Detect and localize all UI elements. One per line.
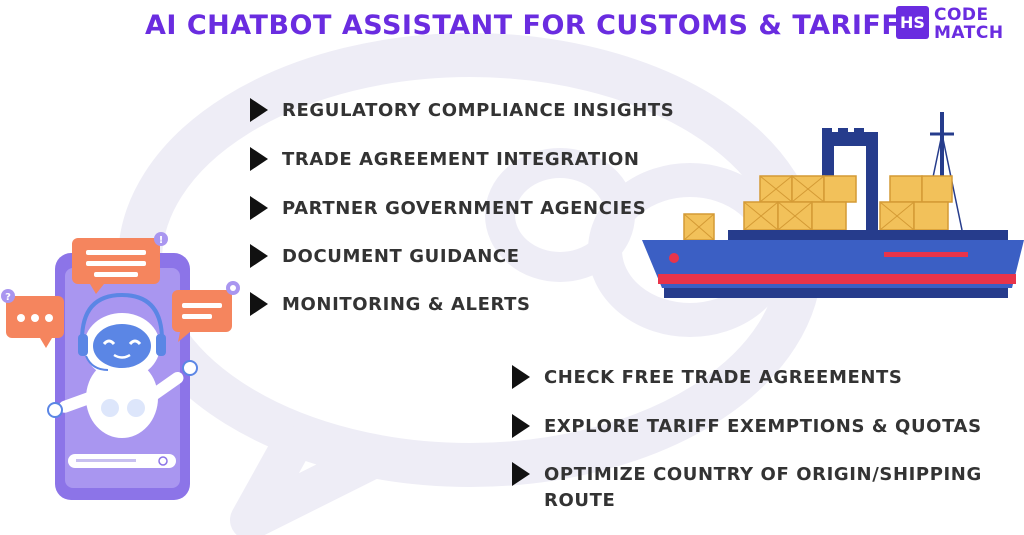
play-arrow-icon	[250, 196, 268, 220]
action-label: EXPLORE TARIFF EXEMPTIONS & QUOTAS	[544, 416, 982, 437]
feature-item: DOCUMENT GUIDANCE	[250, 244, 520, 270]
logo-mark: HS	[896, 6, 929, 39]
feature-label: PARTNER GOVERNMENT AGENCIES	[282, 198, 647, 219]
feature-label: TRADE AGREEMENT INTEGRATION	[282, 149, 640, 170]
action-item: OPTIMIZE COUNTRY OF ORIGIN/SHIPPING ROUT…	[512, 462, 1004, 514]
logo-line-1: CODE	[934, 5, 989, 25]
action-label: CHECK FREE TRADE AGREEMENTS	[544, 367, 903, 388]
play-arrow-icon	[250, 244, 268, 268]
play-arrow-icon	[512, 414, 530, 438]
feature-label: REGULATORY COMPLIANCE INSIGHTS	[282, 100, 675, 121]
action-item: EXPLORE TARIFF EXEMPTIONS & QUOTAS	[512, 414, 982, 440]
feature-item: TRADE AGREEMENT INTEGRATION	[250, 147, 640, 173]
play-arrow-icon	[512, 462, 530, 486]
play-arrow-icon	[250, 292, 268, 316]
play-arrow-icon	[250, 147, 268, 171]
feature-item: PARTNER GOVERNMENT AGENCIES	[250, 196, 646, 222]
feature-label: DOCUMENT GUIDANCE	[282, 246, 520, 267]
feature-label: MONITORING & ALERTS	[282, 294, 531, 315]
action-item: CHECK FREE TRADE AGREEMENTS	[512, 365, 902, 391]
svg-text:?: ?	[5, 292, 11, 303]
logo-line-2: MATCH	[934, 23, 1004, 43]
phone-chatbot-illustration: ! ?	[1, 232, 240, 500]
page-title: AI CHATBOT ASSISTANT FOR CUSTOMS & TARIF…	[145, 10, 901, 41]
action-label: OPTIMIZE COUNTRY OF ORIGIN/SHIPPING ROUT…	[544, 464, 982, 511]
cargo-ship-illustration	[642, 112, 1024, 298]
feature-item: REGULATORY COMPLIANCE INSIGHTS	[250, 98, 674, 124]
code-match-logo: HS CODE MATCH	[896, 6, 1020, 46]
play-arrow-icon	[250, 98, 268, 122]
feature-item: MONITORING & ALERTS	[250, 292, 531, 318]
play-arrow-icon	[512, 365, 530, 389]
svg-text:!: !	[159, 235, 164, 246]
